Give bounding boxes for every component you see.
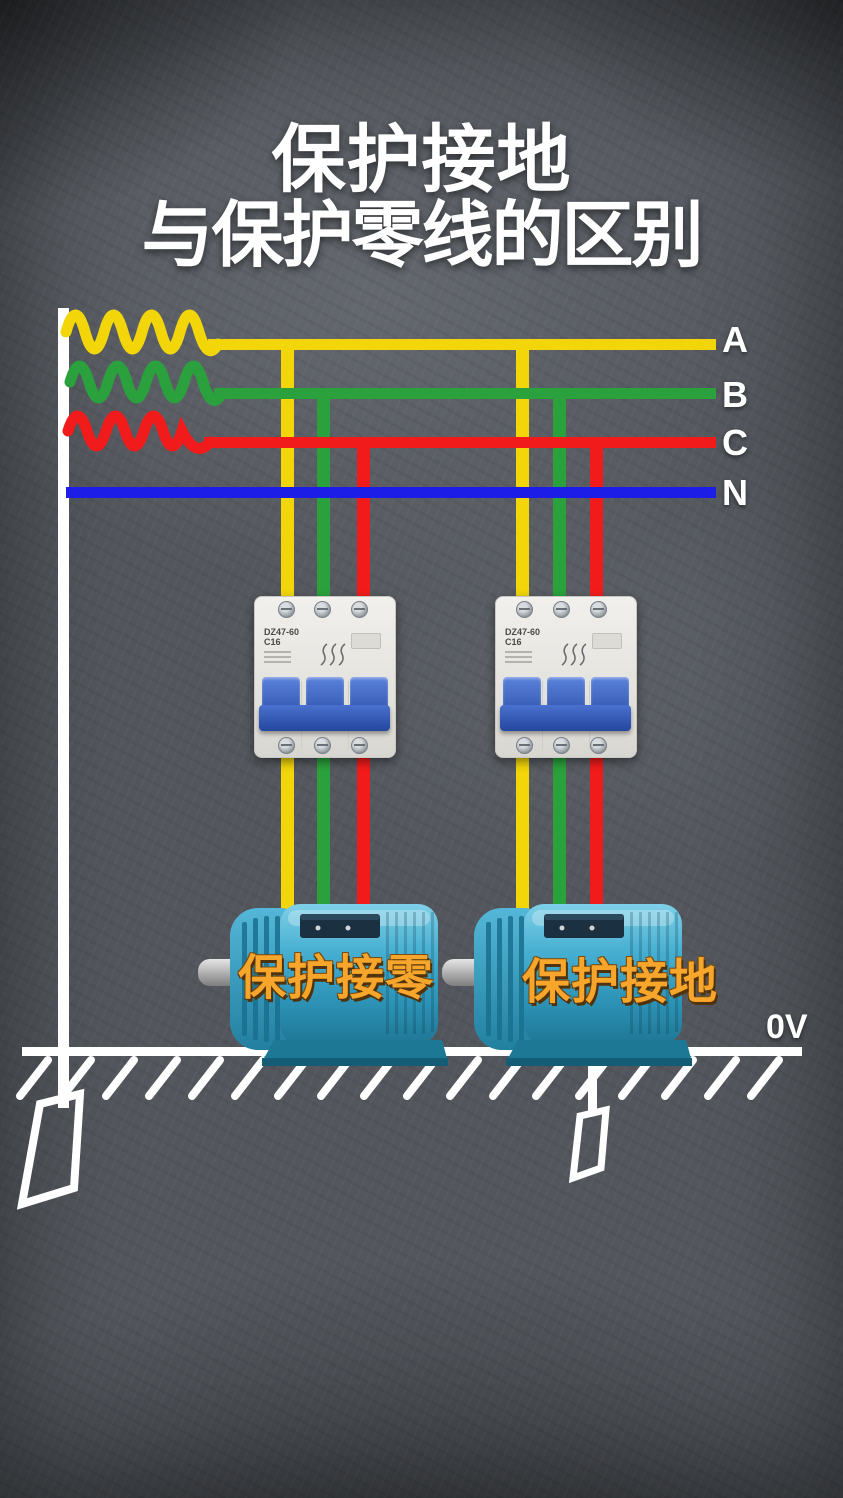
breaker-rating: C16	[264, 637, 281, 648]
trip-curve-icon	[320, 643, 346, 666]
phase-a-drop-right	[516, 340, 529, 602]
phase-a-bus	[208, 339, 716, 350]
motor-body	[280, 904, 438, 1044]
title-line-1: 保护接地	[271, 118, 572, 201]
circuit-breaker-right: DZ47-60 C16	[495, 596, 637, 758]
terminal-screw	[516, 601, 533, 618]
phase-c-drop-left	[357, 438, 370, 602]
title-line-2: 与保护零线的区别	[141, 195, 703, 276]
circuit-breaker-left: DZ47-60 C16	[254, 596, 396, 758]
phase-b-winding-icon	[64, 360, 228, 406]
phase-a-label: A	[722, 319, 748, 360]
breaker-motor-wire-c-left	[357, 750, 370, 920]
breaker-window	[592, 633, 622, 649]
breaker-motor-wire-b-left	[317, 750, 330, 920]
breaker-model: DZ47-60	[264, 627, 300, 637]
breaker-model: DZ47-60	[505, 627, 541, 637]
breaker-fineprint	[264, 660, 291, 663]
breaker-fineprint	[264, 650, 291, 653]
motor-left-label: 保护接零	[237, 952, 434, 1005]
breaker-motor-wire-c-right	[590, 750, 603, 920]
breaker-markings: DZ47-60 C16	[505, 627, 540, 663]
motor-base-edge	[262, 1058, 448, 1066]
neutral-bus	[66, 487, 716, 498]
motor-base-edge	[506, 1058, 692, 1066]
terminal-screw	[314, 601, 331, 618]
breaker-window	[351, 633, 381, 649]
breaker-rating: C16	[505, 637, 522, 648]
terminal-screw	[590, 601, 607, 618]
breaker-markings: DZ47-60 C16	[264, 627, 299, 663]
terminal-dot	[345, 925, 351, 931]
motor-base	[262, 1040, 448, 1062]
right-earth-electrode-icon	[568, 1105, 610, 1184]
terminal-box-lid	[544, 914, 624, 920]
breaker-fineprint	[505, 650, 532, 653]
breaker-fineprint	[264, 655, 291, 658]
breaker-motor-wire-b-right	[553, 750, 566, 920]
terminal-box-lid	[300, 914, 380, 920]
breaker-fineprint	[505, 655, 532, 658]
trip-curve-icon	[561, 643, 587, 666]
motor-ribs	[630, 912, 678, 1034]
terminal-screw	[278, 737, 295, 754]
terminal-dot	[559, 925, 565, 931]
ground-voltage-label: 0V	[766, 1008, 808, 1046]
phase-c-drop-right	[590, 438, 603, 602]
phase-c-winding-icon	[62, 410, 216, 454]
neutral-label: N	[722, 472, 748, 513]
terminal-screw	[590, 737, 607, 754]
phase-a-winding-icon	[60, 309, 224, 357]
breaker-motor-wire-a-right	[516, 750, 529, 920]
motor-right-label: 保护接地	[522, 956, 719, 1009]
breaker-fineprint	[505, 660, 532, 663]
motor-body	[524, 904, 682, 1044]
terminal-screw	[351, 737, 368, 754]
terminal-screw	[314, 737, 331, 754]
terminal-screw	[553, 601, 570, 618]
terminal-screw	[553, 737, 570, 754]
terminal-screw	[516, 737, 533, 754]
terminal-dot	[315, 925, 321, 931]
phase-c-label: C	[722, 422, 748, 463]
motor-base	[506, 1040, 692, 1062]
terminal-dot	[589, 925, 595, 931]
right-earth-conductor	[588, 1052, 597, 1114]
motor-left	[198, 904, 448, 1066]
phase-b-bus	[214, 388, 716, 399]
phase-b-label: B	[722, 374, 748, 415]
breaker-motor-wire-a-left	[281, 750, 294, 920]
motor-ribs	[386, 912, 434, 1034]
phase-c-bus	[204, 437, 716, 448]
breaker-handle-bar[interactable]	[259, 705, 390, 731]
phase-a-drop-left	[281, 340, 294, 602]
motor-right	[442, 904, 692, 1066]
terminal-screw	[278, 601, 295, 618]
terminal-screw	[351, 601, 368, 618]
breaker-handle-bar[interactable]	[500, 705, 631, 731]
source-neutral-bus	[58, 308, 69, 1108]
page-title: 保护接地 与保护零线的区别	[0, 118, 843, 276]
